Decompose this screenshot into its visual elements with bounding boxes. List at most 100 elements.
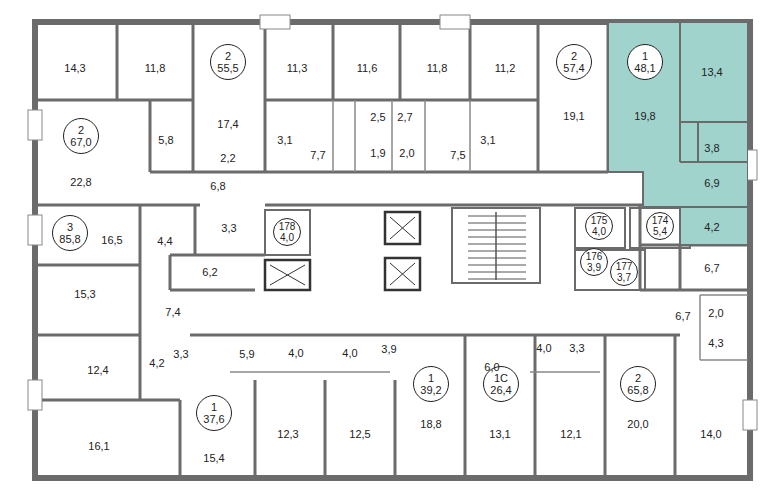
stair-step [468, 216, 526, 217]
interior-wall [680, 121, 748, 123]
interior-wall [35, 99, 193, 102]
interior-wall [170, 289, 255, 292]
room-area: 3,1 [480, 134, 495, 146]
interior-wall [193, 171, 608, 174]
room-area: 12,5 [349, 428, 370, 440]
room-area: 7,7 [310, 149, 325, 161]
bathroom-wall [700, 294, 748, 296]
room-area: 15,4 [203, 452, 224, 464]
room-area: 17,4 [217, 118, 238, 130]
window [743, 400, 757, 430]
room-area: 19,8 [634, 110, 655, 122]
room-area: 6,7 [675, 310, 690, 322]
room-area: 12,4 [87, 364, 108, 376]
room-area: 6,8 [210, 180, 225, 192]
elevator-cross [270, 265, 305, 285]
bathroom-wall [230, 371, 390, 373]
room-area: 11,2 [495, 62, 516, 74]
bathroom-wall [469, 100, 471, 172]
room-area: 4,2 [704, 221, 719, 233]
room-count: 178 [279, 221, 296, 232]
room-count: 2 [635, 372, 641, 384]
room-count: 174 [652, 215, 669, 226]
apartment-area: 48,1 [634, 62, 655, 74]
elevator-cross [390, 263, 415, 285]
room-area: 6,0 [484, 361, 499, 373]
room-area: 3,1 [277, 134, 292, 146]
room-area: 12,1 [560, 428, 581, 440]
room-area: 4,3 [708, 337, 723, 349]
room-area: 4,0 [288, 347, 303, 359]
room-area: 2,0 [399, 147, 414, 159]
stair-step [468, 251, 526, 252]
apartment-area: 4,0 [592, 226, 606, 237]
apartment-badge: 1784,0 [273, 218, 301, 246]
apartment-badge: 257,4 [556, 44, 592, 80]
interior-wall [469, 22, 472, 100]
interior-wall [35, 264, 140, 267]
stair-step [468, 244, 526, 245]
stair-well [452, 208, 540, 283]
apartment-area: 3,9 [587, 262, 601, 273]
interior-wall [35, 204, 200, 207]
apartment-area: 26,4 [490, 384, 511, 396]
room-area: 1,9 [370, 147, 385, 159]
room-area: 6,2 [202, 266, 217, 278]
room-area: 16,5 [101, 234, 122, 246]
room-area: 13,4 [701, 66, 722, 78]
room-area: 11,8 [427, 62, 448, 74]
apartment-area: 4,0 [280, 232, 294, 243]
apartment-area: 5,4 [653, 226, 667, 237]
room-area: 6,9 [704, 177, 719, 189]
room-area: 14,3 [64, 62, 85, 74]
interior-wall [192, 22, 195, 172]
apartment-area: 39,2 [420, 384, 441, 396]
room-area: 4,2 [149, 357, 164, 369]
stair-step [468, 237, 526, 238]
apartment-badge: 1754,0 [585, 212, 613, 240]
apartment-badge: 139,2 [413, 366, 449, 402]
bathroom-wall [332, 100, 334, 172]
interior-wall [194, 205, 197, 255]
room-area: 4,0 [536, 342, 551, 354]
stair-step [468, 223, 526, 224]
elevator-cross [390, 263, 415, 285]
interior-wall [680, 161, 748, 163]
highlighted-apartment: 19,813,43,86,94,2148,1 [608, 22, 748, 245]
interior-wall [697, 122, 699, 162]
interior-wall [324, 380, 327, 478]
room-area: 14,0 [700, 428, 721, 440]
stair-rail [495, 212, 497, 280]
interior-wall [265, 204, 630, 207]
room-count: 1С [494, 372, 508, 384]
stair-step [468, 230, 526, 231]
room-count: 2 [571, 50, 577, 62]
room-area: 20,0 [627, 418, 648, 430]
room-count: 3 [67, 221, 73, 233]
stair-step [468, 279, 526, 280]
room-count: 176 [586, 251, 603, 262]
room-count: 2 [78, 124, 84, 136]
bathroom-wall [391, 100, 393, 172]
room-area: 7,4 [165, 306, 180, 318]
apartment-badge: 137,6 [196, 395, 232, 431]
room-area: 18,8 [420, 418, 441, 430]
interior-wall [264, 22, 267, 172]
window [28, 215, 42, 245]
bathroom-wall [700, 359, 748, 361]
room-count: 1 [211, 401, 217, 413]
apartment-badge: 1745,4 [646, 212, 674, 240]
interior-wall [169, 255, 172, 290]
interior-wall [254, 380, 257, 478]
window [28, 110, 42, 140]
interior-wall [679, 245, 682, 290]
elevator-shaft [265, 260, 310, 290]
window [260, 15, 290, 29]
apartment-badge: 267,0 [63, 118, 99, 154]
room-area: 12,3 [277, 428, 298, 440]
interior-wall [679, 22, 681, 162]
elevator-cross [270, 265, 305, 285]
room-area: 13,1 [489, 428, 510, 440]
room-area: 4,0 [342, 347, 357, 359]
apartment-area: 3,7 [617, 272, 631, 283]
